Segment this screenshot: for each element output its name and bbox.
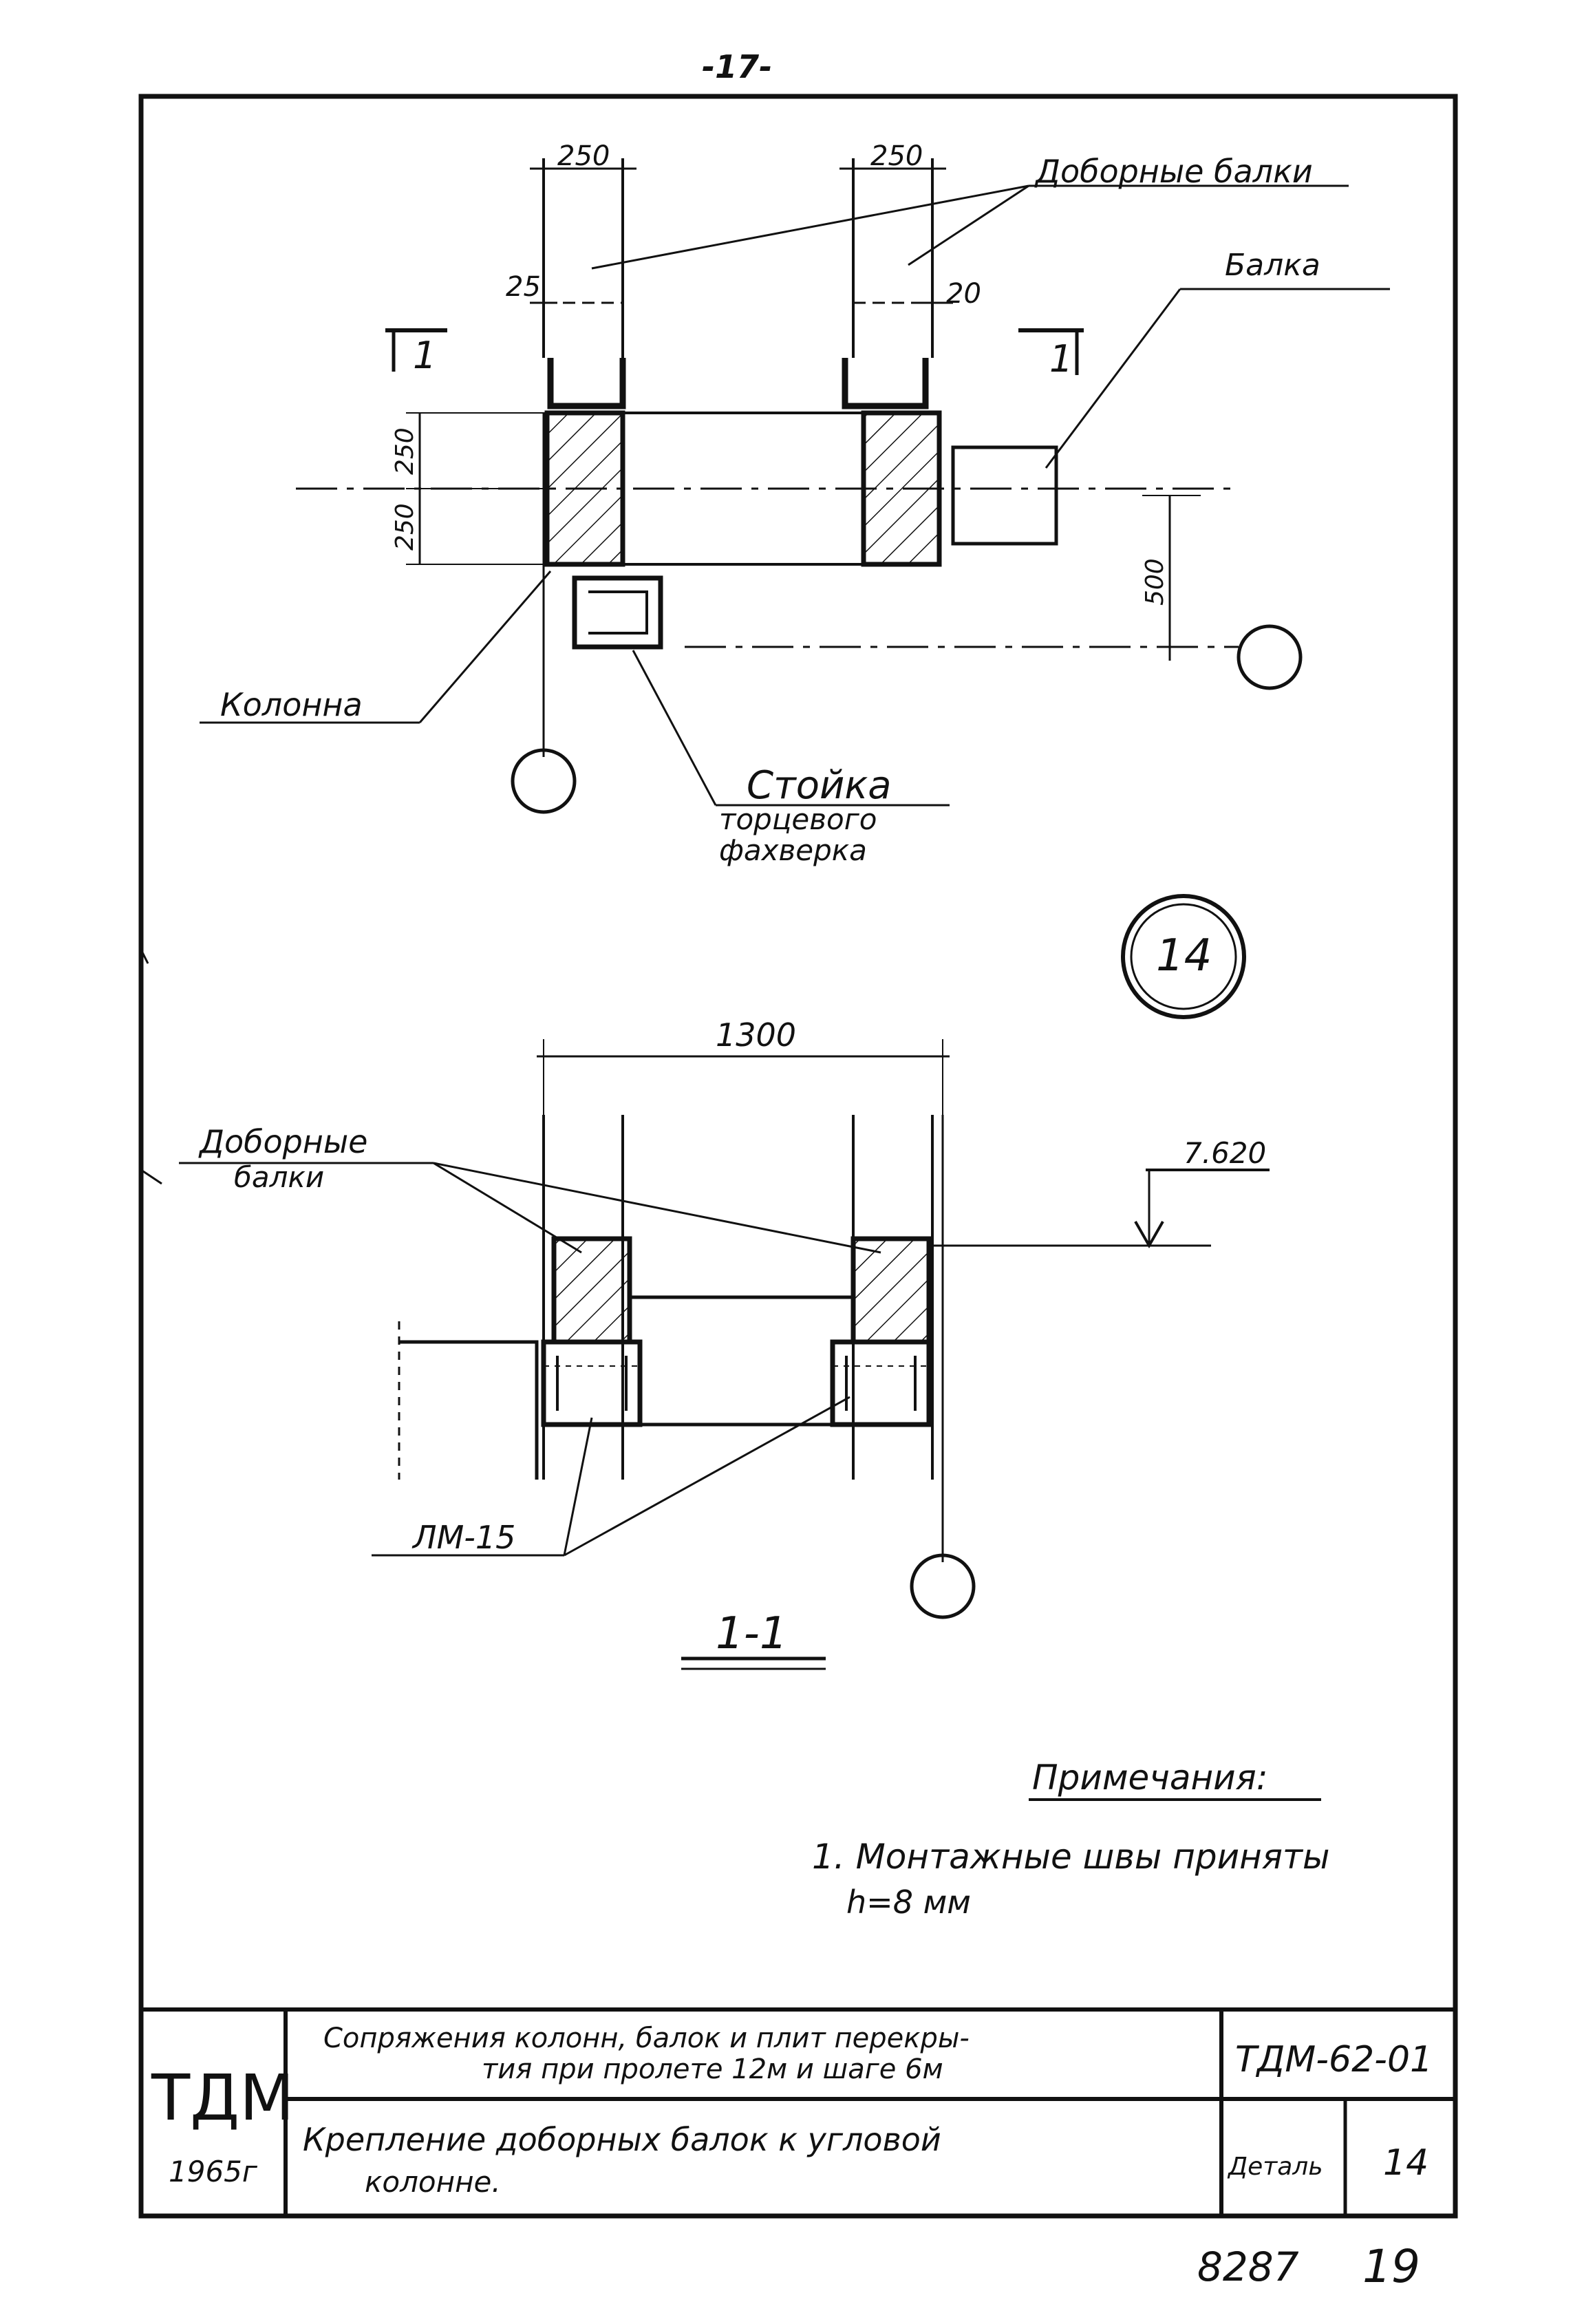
plan-section-mark-right: 1 [1049, 337, 1073, 381]
section-left-beam [551, 1236, 632, 1345]
section-elevation: 7.620 [1184, 1136, 1266, 1170]
notes-title: Примечания: [1032, 1758, 1268, 1798]
section-label-dobornye-2: балки [234, 1160, 324, 1194]
section-label-lm: ЛМ-15 [411, 1519, 515, 1556]
plan-dim-top-right: 250 [870, 140, 923, 172]
section-dim-1300: 1300 [716, 1016, 796, 1054]
plan-right-channel-seat [842, 358, 929, 409]
section-label-dobornye-1: Доборные [198, 1123, 368, 1160]
plan-facade-post [572, 575, 663, 650]
plan-dim-top-left: 250 [557, 140, 610, 172]
plan-dim-250-a: 250 [391, 427, 419, 475]
plan-main-beam [951, 445, 1058, 546]
detail-number-marker [1121, 894, 1246, 1019]
sheet-number: 19 [1362, 2240, 1420, 2293]
plan-dim-250-b: 250 [391, 503, 419, 551]
plan-dim-500: 500 [1141, 558, 1169, 606]
section-left-channel [541, 1339, 643, 1427]
title-block-code: ТДМ-62-01 [1235, 2039, 1433, 2080]
title-block-subtitle-2: колонне. [365, 2165, 501, 2199]
section-right-beam [850, 1236, 932, 1345]
detail-number: 14 [1156, 930, 1212, 981]
plan-label-stoyka-1: Стойка [747, 763, 892, 808]
title-block-year: 1965г [169, 2155, 258, 2188]
plan-view [200, 158, 1390, 814]
section-title: 1-1 [716, 1608, 788, 1659]
plan-axis-bubble-bottom [511, 748, 577, 814]
sheet-frame [138, 94, 1458, 2219]
plan-dim-gap-right: 20 [946, 278, 981, 310]
title-block-detail-value: 14 [1383, 2142, 1428, 2184]
title-block-subtitle-1: Крепление доборных балок к угловой [303, 2121, 941, 2158]
section-view [179, 1039, 1270, 1670]
plan-left-channel-seat [547, 358, 626, 409]
title-block [141, 2007, 1455, 2216]
sheet-tdm-number: 8287 [1197, 2243, 1299, 2290]
section-right-channel [830, 1339, 932, 1427]
title-block-detail-label: Деталь [1227, 2153, 1323, 2181]
section-axis-bubble [910, 1553, 976, 1619]
plan-label-balka: Балка [1225, 248, 1320, 283]
page-number: -17- [702, 48, 773, 85]
notes-item-1a: 1. Монтажные швы приняты [812, 1837, 1330, 1877]
plan-dim-gap-left: 25 [506, 271, 541, 303]
title-block-title-1: Сопряжения колонн, балок и плит перекры- [323, 2023, 970, 2054]
plan-label-dobornye: Доборные балки [1034, 153, 1313, 190]
title-block-title-2: тия при пролете 12м и шаге 6м [482, 2054, 943, 2085]
plan-label-stoyka-3: фахверка [719, 833, 867, 867]
plan-label-stoyka-2: торцевого [719, 802, 877, 836]
notes-item-1b: h=8 мм [846, 1884, 971, 1921]
plan-axis-bubble-right [1237, 624, 1303, 690]
title-block-logo: ТДМ [151, 2061, 294, 2135]
plan-left-secondary-beam [542, 158, 624, 358]
plan-label-kolonna: Колонна [220, 686, 363, 723]
plan-section-mark-left: 1 [413, 334, 436, 377]
